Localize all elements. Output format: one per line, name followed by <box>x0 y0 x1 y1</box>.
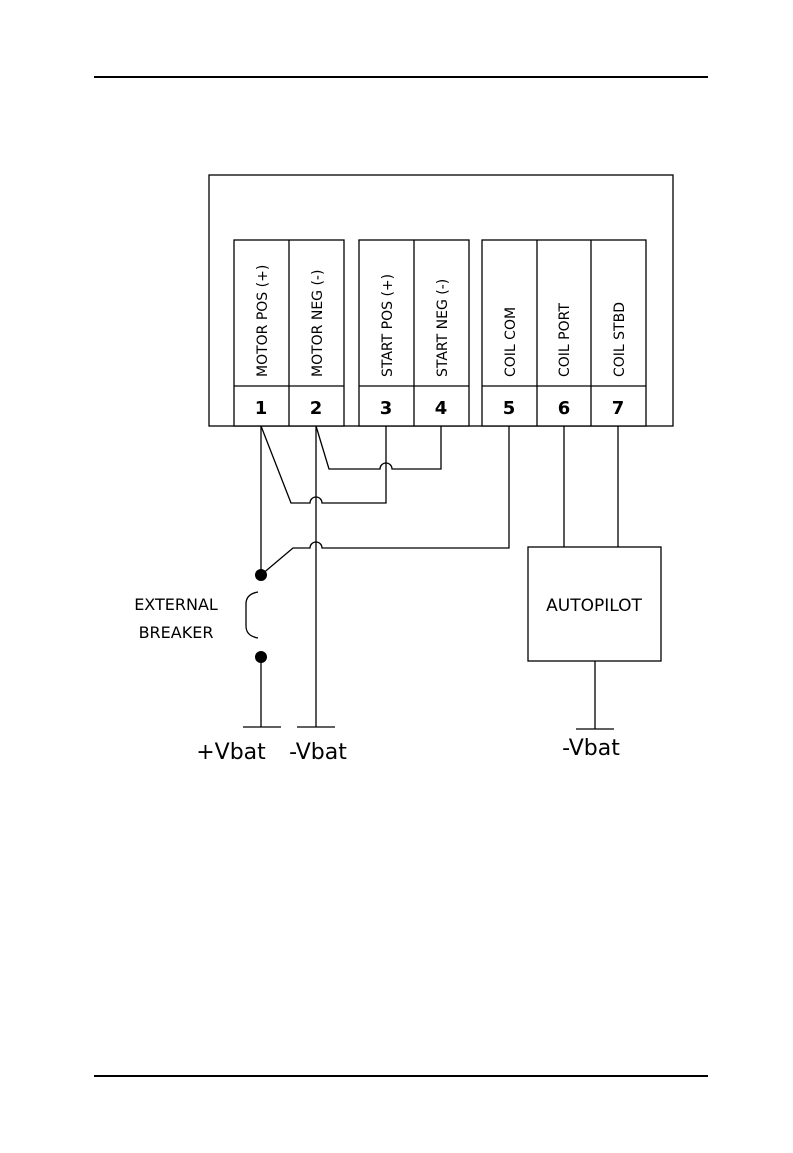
breaker-label-line1: EXTERNAL <box>134 595 218 614</box>
terminal-2-number: 2 <box>310 398 323 419</box>
terminal-7-label: COIL STBD <box>612 302 628 377</box>
terminal-5-number: 5 <box>503 398 516 419</box>
terminal-2-label: MOTOR NEG (-) <box>310 270 326 377</box>
terminal-4-number: 4 <box>435 398 448 419</box>
terminal-6-label: COIL PORT <box>557 303 573 377</box>
autopilot-neg-supply-label: -Vbat <box>562 736 620 761</box>
terminal-4-label: START NEG (-) <box>435 279 451 377</box>
terminal-3-label: START POS (+) <box>380 274 396 377</box>
wire-start-neg <box>316 426 441 469</box>
wire-start-pos <box>261 426 386 503</box>
terminal-1-number: 1 <box>255 398 268 419</box>
autopilot-label: AUTOPILOT <box>546 596 642 616</box>
pos-supply-label: +Vbat <box>196 740 266 765</box>
breaker-bracket <box>246 592 258 638</box>
breaker-top-terminal <box>255 569 267 581</box>
terminal-6-number: 6 <box>558 398 571 419</box>
breaker-label-line2: BREAKER <box>139 623 214 642</box>
terminal-7-number: 7 <box>612 398 625 419</box>
terminal-3-number: 3 <box>380 398 393 419</box>
terminal-5-label: COIL COM <box>503 307 519 377</box>
neg-supply-label: -Vbat <box>289 740 347 765</box>
wire-coil-com <box>261 426 509 575</box>
terminal-1-label: MOTOR POS (+) <box>255 265 271 377</box>
